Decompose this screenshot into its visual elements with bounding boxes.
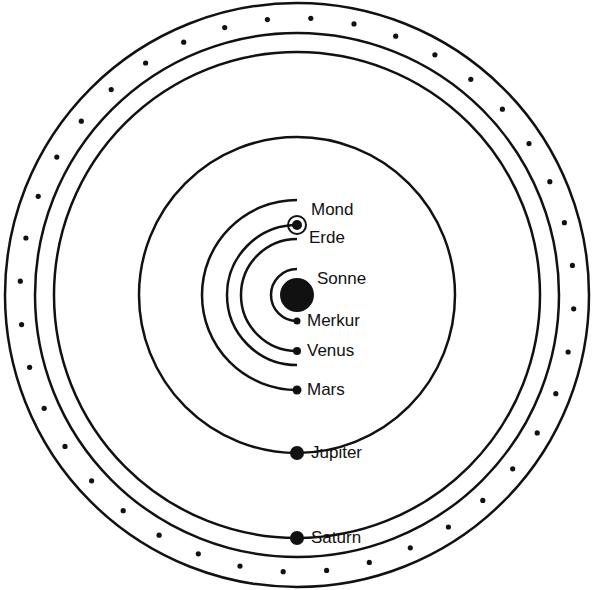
star-dot (19, 322, 24, 327)
star-dot (547, 179, 552, 184)
sun-label: Sonne (316, 269, 367, 289)
star-dot (54, 155, 59, 160)
jupiter-dot (290, 446, 304, 460)
star-dot (570, 263, 575, 268)
star-dot (308, 16, 313, 21)
star-dot (446, 524, 451, 529)
moon-label: Mond (310, 200, 355, 220)
star-dot (18, 279, 23, 284)
star-dot (562, 220, 567, 225)
star-dot (42, 406, 47, 411)
earth-dot (292, 220, 302, 230)
star-dot (351, 21, 356, 26)
star-dot (408, 545, 413, 550)
earth-label: Erde (308, 228, 346, 248)
mercury-label: Merkur (306, 311, 361, 331)
star-dot (367, 560, 372, 565)
star-dot (480, 498, 485, 503)
saturn-orbit (54, 52, 540, 538)
mars-dot (293, 386, 302, 395)
star-dot (23, 235, 28, 240)
jupiter-label: Jupiter (310, 443, 363, 463)
star-dot (181, 40, 186, 45)
venus-dot (293, 347, 301, 355)
star-dot (281, 569, 286, 574)
star-dot (109, 87, 114, 92)
star-dot (222, 25, 227, 30)
star-dots (18, 16, 577, 575)
star-dot (36, 194, 41, 199)
saturn-label: Saturn (310, 528, 362, 548)
star-dot (526, 141, 531, 146)
star-dot (62, 444, 67, 449)
star-dot (265, 17, 270, 22)
sun-disc (280, 278, 314, 312)
moon-orbit (288, 216, 306, 234)
star-dot (143, 60, 148, 65)
star-dot (237, 564, 242, 569)
star-dot (535, 430, 540, 435)
star-dot (432, 52, 437, 57)
saturn-dot (290, 531, 304, 545)
star-dot (510, 466, 515, 471)
star-dot (27, 365, 32, 370)
star-dot (89, 478, 94, 483)
star-dot (500, 107, 505, 112)
fixed-star-sphere-inner (35, 33, 559, 557)
star-dot (196, 551, 201, 556)
jupiter-orbit (139, 137, 455, 453)
mars-label: Mars (306, 380, 346, 400)
star-dot (566, 349, 571, 354)
mercury-dot (294, 318, 301, 325)
star-dot (121, 508, 126, 513)
star-dot (468, 77, 473, 82)
fixed-star-sphere-outer (5, 3, 589, 587)
star-dot (553, 391, 558, 396)
venus-label: Venus (306, 341, 355, 361)
star-dot (79, 119, 84, 124)
star-dot (324, 568, 329, 573)
star-dot (157, 533, 162, 538)
star-dot (571, 306, 576, 311)
star-dot (393, 34, 398, 39)
